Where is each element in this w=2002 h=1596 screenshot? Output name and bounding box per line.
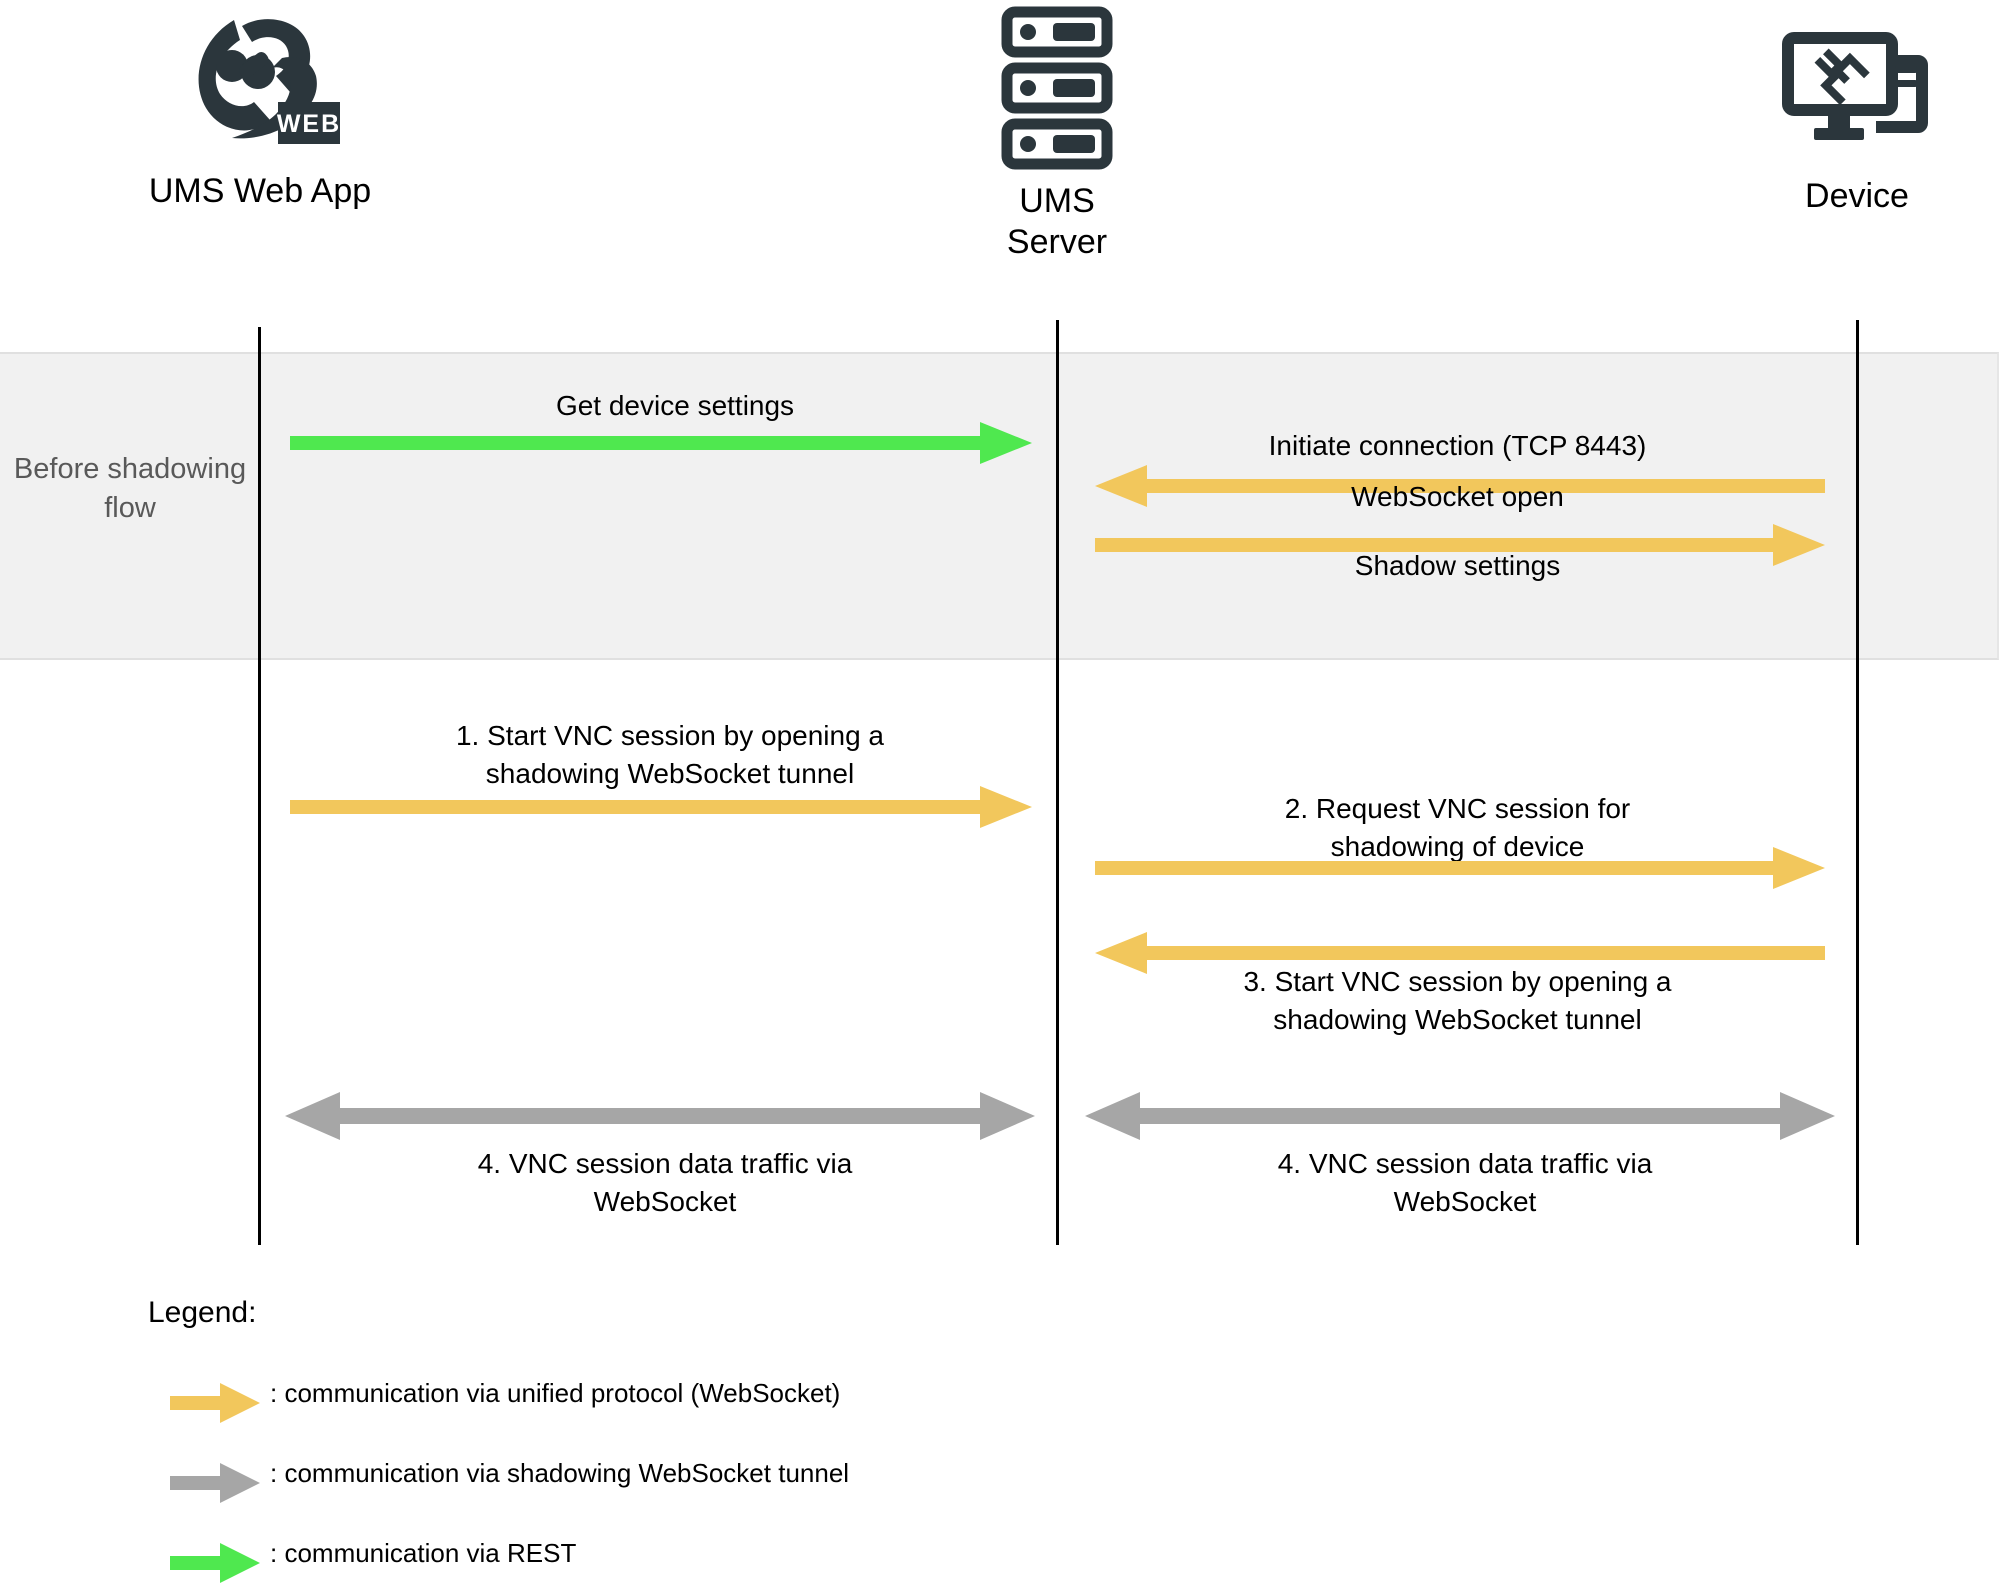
actor-label-ums-web-app: UMS Web App <box>148 172 372 210</box>
actor-label-ums-server: UMS Server <box>1006 182 1108 261</box>
server-rack-icon <box>877 6 1237 181</box>
message-label-step-4-right: 4. VNC session data traffic via WebSocke… <box>1277 1148 1653 1217</box>
message-arrow-step-1 <box>290 786 1032 828</box>
lifeline-ums-web-app <box>258 327 261 1245</box>
message-arrow-initiate-connection <box>1095 465 1825 507</box>
message-arrow-step-3 <box>1095 932 1825 974</box>
message-label-websocket-open: WebSocket open <box>1351 481 1564 512</box>
svg-text:WEB: WEB <box>277 110 341 138</box>
legend-arrow-tunnel-icon <box>170 1463 260 1503</box>
actor-device: Device <box>1677 6 2002 217</box>
message-arrow-get-device-settings <box>290 422 1032 464</box>
message-label-step-1: 1. Start VNC session by opening a shadow… <box>455 720 884 789</box>
message-arrow-step-2 <box>1095 847 1825 889</box>
lifeline-ums-server <box>1056 320 1059 1245</box>
monitor-device-icon <box>1677 6 2002 176</box>
lifeline-device <box>1856 320 1859 1245</box>
before-shadowing-flow-band <box>0 352 1999 660</box>
message-label-step-3: 3. Start VNC session by opening a shadow… <box>1243 966 1672 1035</box>
actor-ums-web-app: WEB UMS Web App <box>80 6 440 212</box>
legend-arrow-websocket-icon <box>170 1383 260 1423</box>
ums-web-logo-icon: WEB <box>80 6 440 171</box>
phase-band-label: Before shadowing flow <box>13 453 247 524</box>
message-label-step-4-left: 4. VNC session data traffic via WebSocke… <box>477 1148 853 1217</box>
legend-text-tunnel: : communication via shadowing WebSocket … <box>270 1458 850 1488</box>
legend-title: Legend: <box>148 1296 257 1329</box>
legend-text-rest: : communication via REST <box>270 1538 577 1568</box>
message-arrow-shadow-settings <box>1095 524 1825 566</box>
actor-ums-server: UMS Server <box>877 6 1237 263</box>
message-label-initiate-connection: Initiate connection (TCP 8443) <box>1268 430 1647 461</box>
legend-text-websocket: : communication via unified protocol (We… <box>270 1378 841 1408</box>
message-label-shadow-settings: Shadow settings <box>1354 550 1561 581</box>
legend-arrow-rest-icon <box>170 1543 260 1583</box>
message-arrow-step-4-left <box>285 1092 1035 1140</box>
actor-label-device: Device <box>1805 177 1909 215</box>
message-arrow-step-4-right <box>1085 1092 1835 1140</box>
message-label-get-device-settings: Get device settings <box>555 390 795 421</box>
message-label-step-2: 2. Request VNC session for shadowing of … <box>1284 793 1631 862</box>
